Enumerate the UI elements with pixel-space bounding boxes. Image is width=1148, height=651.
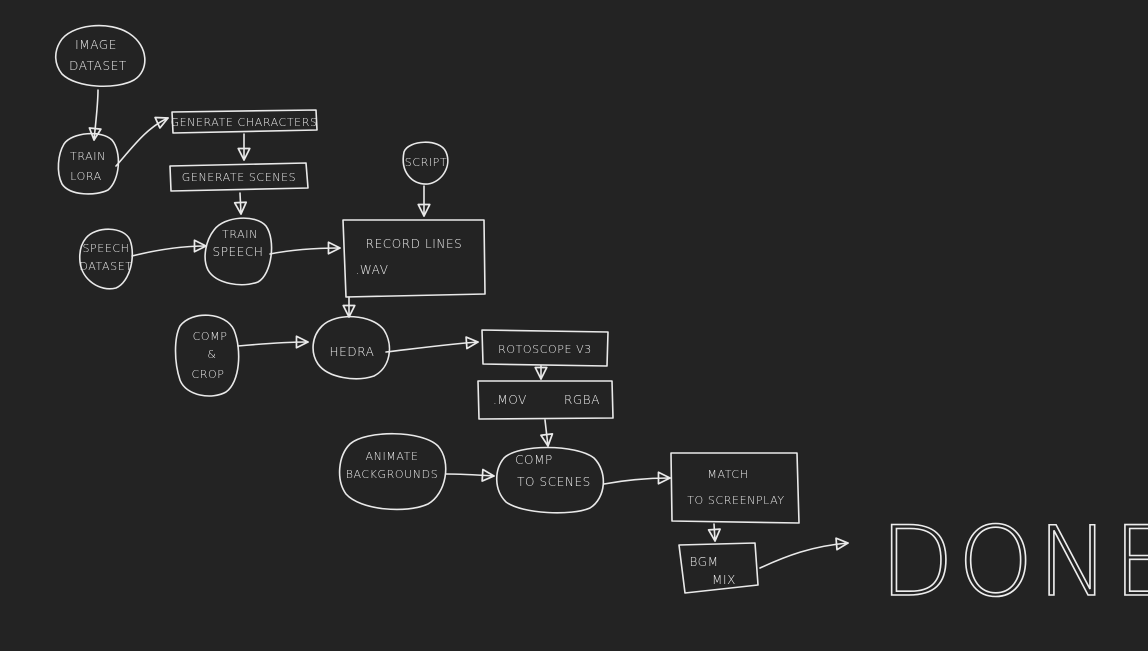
node-animate-backgrounds-line1: ANIMATE: [365, 450, 418, 463]
node-hedra: HEDRA: [312, 315, 391, 380]
node-record-lines-line2: .WAV: [355, 263, 388, 277]
node-script: SCRIPT: [402, 141, 449, 185]
node-train-speech-line2: SPEECH: [212, 245, 263, 259]
arrow-train-lora-to-generate-characters: [115, 116, 169, 167]
node-rotoscope: ROTOSCOPE V3: [481, 329, 609, 367]
node-animate-backgrounds-line2: BACKGROUNDS: [346, 468, 439, 481]
node-image-dataset: IMAGE DATASET: [54, 24, 146, 88]
node-train-lora-line2: LORA: [70, 170, 102, 183]
node-speech-dataset-line2: DATASET: [79, 260, 132, 273]
node-mov-rgba: .MOV RGBA: [477, 380, 614, 420]
node-image-dataset-line1: IMAGE: [75, 38, 117, 52]
node-hedra-label: HEDRA: [330, 345, 375, 359]
node-bgm-mix: BGM MIX: [678, 542, 759, 594]
connectors: [88, 89, 849, 569]
node-animate-backgrounds: ANIMATE BACKGROUNDS: [338, 432, 447, 511]
node-comp-crop-line2: &: [207, 348, 216, 361]
node-train-speech-line1: TRAIN: [222, 228, 258, 241]
node-speech-dataset: SPEECH DATASET: [78, 228, 134, 290]
node-match-screenplay: MATCH TO SCREENPLAY: [670, 452, 800, 524]
node-bgm-mix-line1: BGM: [689, 555, 718, 569]
node-image-dataset-line2: DATASET: [69, 59, 127, 73]
node-comp-to-scenes-line1: COMP: [515, 453, 553, 467]
node-generate-scenes-label: GENERATE SCENES: [182, 171, 296, 184]
node-train-speech: TRAIN SPEECH: [204, 217, 273, 286]
node-comp-to-scenes-line2: TO SCENES: [517, 475, 591, 489]
arrow-train-speech-to-record-lines: [269, 241, 341, 255]
node-script-label: SCRIPT: [405, 156, 448, 169]
node-generate-characters: GENERATE CHARACTERS: [170, 109, 318, 134]
node-match-screenplay-line2: TO SCREENPLAY: [687, 494, 785, 507]
node-comp-to-scenes: COMP TO SCENES: [495, 446, 605, 514]
node-comp-crop-line1: COMP: [193, 330, 228, 343]
node-mov-rgba-left: .MOV: [493, 393, 527, 407]
arrow-mov-rgba-to-comp-to-scenes: [540, 419, 554, 447]
node-comp-crop: COMP & CROP: [174, 314, 240, 397]
node-record-lines-line1: RECORD LINES: [366, 237, 463, 251]
node-train-lora: TRAIN LORA: [57, 132, 120, 195]
node-train-lora-line1: TRAIN: [70, 150, 106, 163]
node-rotoscope-label: ROTOSCOPE V3: [498, 343, 592, 356]
node-match-screenplay-line1: MATCH: [707, 468, 748, 481]
node-speech-dataset-line1: SPEECH: [82, 242, 129, 255]
arrow-speech-dataset-to-train-speech: [131, 239, 207, 257]
node-comp-crop-line3: CROP: [191, 368, 224, 381]
node-generate-scenes: GENERATE SCENES: [169, 162, 309, 192]
arrow-image-dataset-to-train-lora: [88, 89, 102, 141]
arrow-comp-to-scenes-to-match-screenplay: [603, 471, 671, 485]
arrow-match-screenplay-to-bgm-mix: [707, 523, 721, 542]
node-generate-characters-label: GENERATE CHARACTERS: [170, 116, 317, 129]
node-mov-rgba-right: RGBA: [564, 393, 600, 407]
arrow-comp-crop-to-hedra: [237, 335, 309, 349]
arrow-hedra-to-rotoscope: [385, 336, 479, 353]
arrow-animate-backgrounds-to-comp-to-scenes: [445, 468, 495, 482]
node-done-label: DONE: [880, 506, 1148, 618]
arrow-generate-scenes-to-train-speech: [233, 192, 248, 215]
node-bgm-mix-line2: MIX: [712, 573, 736, 587]
node-record-lines: RECORD LINES .WAV: [342, 219, 486, 298]
node-done: DONE: [879, 505, 1148, 619]
arrow-bgm-mix-to-done: [759, 537, 849, 569]
